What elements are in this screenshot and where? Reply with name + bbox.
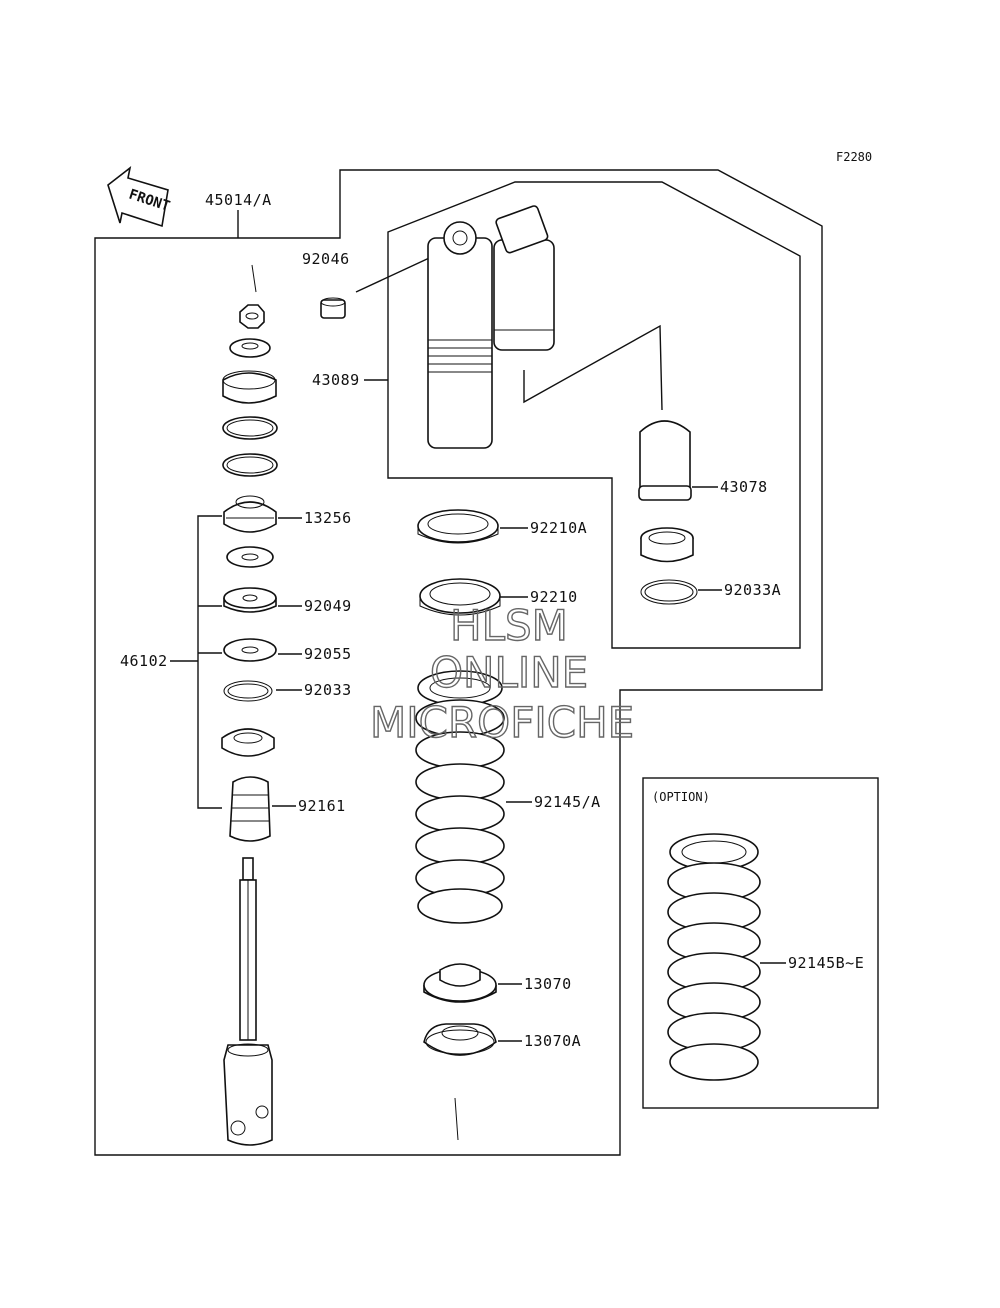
callout-92210a: 92210A <box>530 519 587 537</box>
piston-rod <box>223 857 273 1146</box>
callout-92161: 92161 <box>298 797 346 815</box>
callout-92046: 92046 <box>302 250 350 268</box>
part-92049 <box>223 587 277 613</box>
part-43078 <box>638 420 692 501</box>
option-frame <box>642 777 879 1109</box>
part-43089 <box>427 205 555 449</box>
callout-46102: 46102 <box>120 652 168 670</box>
callout-43089: 43089 <box>312 371 360 389</box>
callout-45014a: 45014/A <box>205 191 272 209</box>
callout-13256: 13256 <box>304 509 352 527</box>
callout-13070: 13070 <box>524 975 572 993</box>
part-92210a <box>417 509 499 544</box>
callout-92033: 92033 <box>304 681 352 699</box>
part-13070a <box>423 1023 497 1056</box>
shock-body-frame <box>387 181 801 649</box>
part-92161 <box>229 776 271 842</box>
part-92145a <box>415 670 505 924</box>
part-92145be <box>667 833 761 1081</box>
callout-92033a: 92033A <box>724 581 781 599</box>
front-arrow-icon: FRONT <box>107 166 172 228</box>
part-92055 <box>223 638 277 662</box>
rod-top-parts <box>222 264 278 477</box>
part-13256 <box>223 495 277 533</box>
part-92046 <box>320 297 346 319</box>
watermark-line3: MICROFICHE <box>370 698 634 747</box>
part-13070 <box>423 963 497 1003</box>
callout-92049: 92049 <box>304 597 352 615</box>
part-92210 <box>419 578 501 616</box>
callout-92145be: 92145B~E <box>788 954 864 972</box>
option-label: (OPTION) <box>652 790 710 804</box>
callout-92145a: 92145/A <box>534 793 601 811</box>
callout-92210: 92210 <box>530 588 578 606</box>
part-92033 <box>223 680 273 702</box>
callout-92055: 92055 <box>304 645 352 663</box>
part-92033a <box>640 579 698 605</box>
main-frame <box>94 169 823 1156</box>
watermark-line1: HLSM <box>450 601 568 650</box>
watermark-line2: ONLINE <box>430 648 588 697</box>
diagram-code: F2280 <box>836 150 872 164</box>
callout-43078: 43078 <box>720 478 768 496</box>
callout-13070a: 13070A <box>524 1032 581 1050</box>
reservoir-cap <box>640 527 694 563</box>
